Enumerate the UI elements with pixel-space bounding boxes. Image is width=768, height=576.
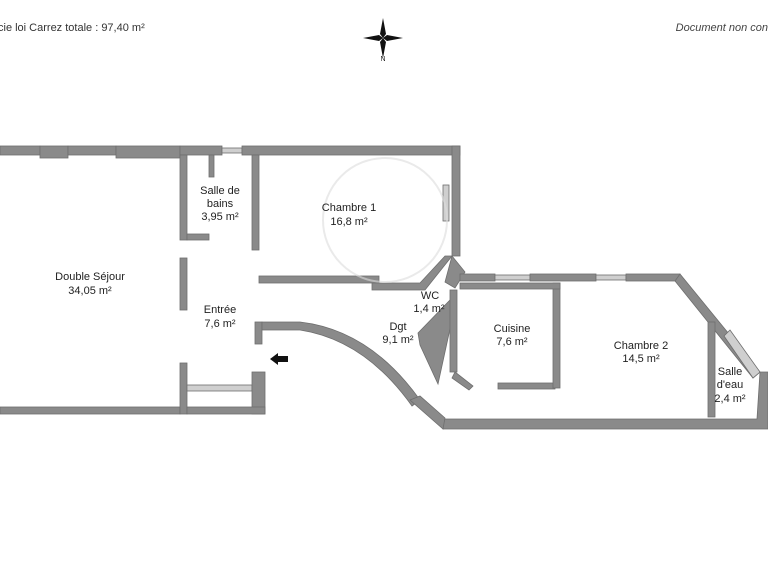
compass-rose-icon: N bbox=[363, 18, 403, 63]
compass-letter: N bbox=[380, 56, 385, 63]
disclaimer-label: Document non con bbox=[675, 22, 768, 34]
total-surface-label: cie loi Carrez totale : 97,40 m² bbox=[0, 22, 145, 34]
walls bbox=[0, 145, 768, 430]
room-name-chambre2: Chambre 2 bbox=[614, 340, 668, 352]
room-area-sejour: 34,05 m² bbox=[68, 285, 112, 297]
room-name-chambre1: Chambre 1 bbox=[322, 202, 376, 214]
room-name-wc: WC bbox=[421, 290, 439, 302]
room-name-sejour: Double Séjour bbox=[55, 271, 125, 283]
room-name-sde-1: Salle bbox=[718, 366, 742, 378]
room-area-cuisine: 7,6 m² bbox=[496, 336, 528, 348]
room-name-sdb-1: Salle de bbox=[200, 185, 240, 197]
room-name-sde-2: d'eau bbox=[717, 379, 744, 391]
room-area-entree: 7,6 m² bbox=[204, 318, 236, 330]
room-labels: Double Séjour 34,05 m² Salle de bains 3,… bbox=[55, 185, 746, 405]
room-area-chambre2: 14,5 m² bbox=[622, 353, 660, 365]
room-name-cuisine: Cuisine bbox=[494, 323, 531, 335]
room-area-wc: 1,4 m² bbox=[413, 303, 445, 315]
room-area-dgt: 9,1 m² bbox=[382, 334, 414, 346]
room-name-entree: Entrée bbox=[204, 304, 236, 316]
room-name-dgt: Dgt bbox=[389, 321, 406, 333]
room-area-chambre1: 16,8 m² bbox=[330, 216, 368, 228]
entrance-arrow-icon bbox=[270, 353, 288, 365]
room-area-sde: 2,4 m² bbox=[714, 393, 746, 405]
room-area-sdb: 3,95 m² bbox=[201, 211, 239, 223]
wall-sejour-top-left bbox=[0, 145, 41, 156]
watermark-circle-icon bbox=[322, 157, 448, 283]
room-name-sdb-2: bains bbox=[207, 198, 234, 210]
